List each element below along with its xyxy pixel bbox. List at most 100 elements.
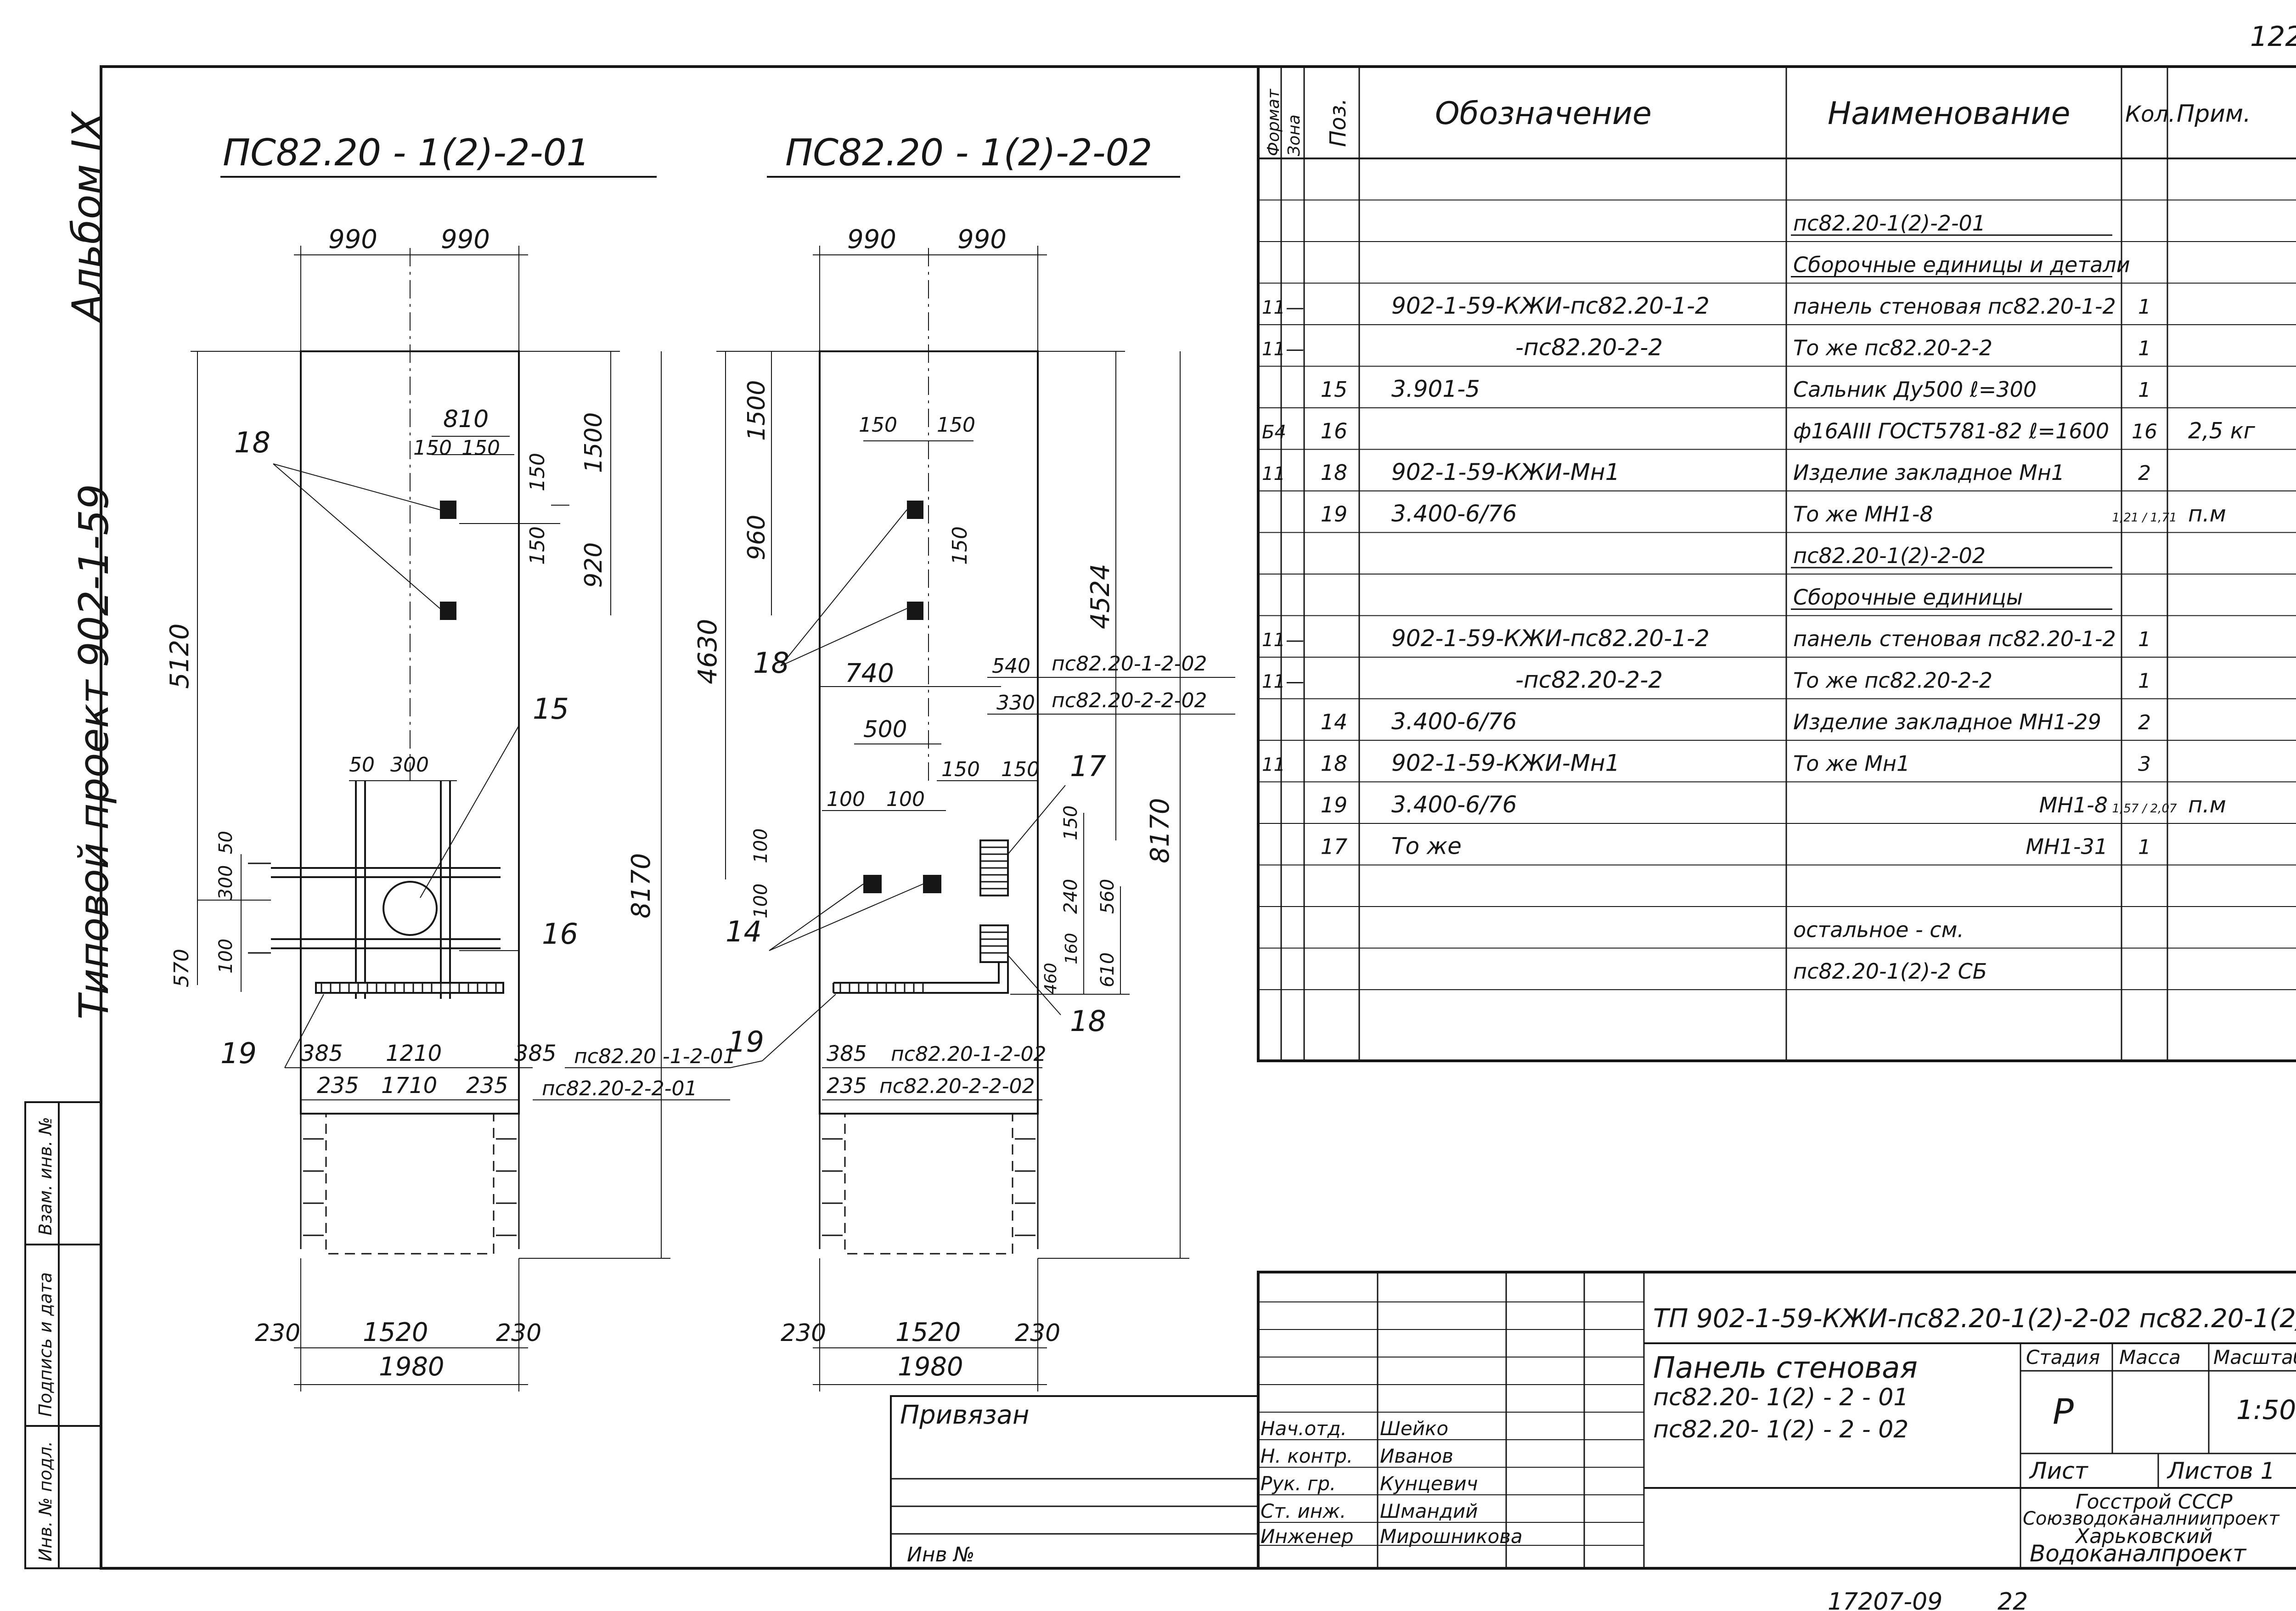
callout-19: 19: [220, 1036, 257, 1070]
svg-text:560: 560: [1097, 879, 1118, 914]
spec-cell-pos: 16: [1321, 419, 1348, 444]
ref-a-1: пс82.20 -1-2-01: [574, 1045, 736, 1068]
spec-cell-name: Изделие закладное МН1-29: [1793, 710, 2101, 734]
spec-cell-designation: -пс82.20-2-2: [1515, 667, 1663, 693]
left-stamp: Взам. инв. № Подпись и дата Инв. № подл.: [24, 1101, 102, 1569]
svg-text:300: 300: [215, 865, 236, 900]
spec-cell-format: 11: [1262, 755, 1285, 776]
stage-label: Стадия: [2026, 1346, 2100, 1369]
spec-cell-pos: 15: [1321, 377, 1348, 402]
spec-table: Формат Зона Поз. Обозначение Наименовани…: [1257, 65, 2296, 1062]
inv-label: Инв №: [907, 1543, 974, 1566]
title-name-3: пс82.20- 1(2) - 2 - 02: [1653, 1416, 1908, 1443]
spec-cell-designation: 3.400-6/76: [1391, 708, 1517, 735]
spec-header-format: Формат: [1264, 89, 1283, 156]
svg-text:150: 150: [1001, 758, 1040, 781]
spec-cell-name: МН1-8: [2039, 793, 2108, 817]
svg-text:385: 385: [301, 1041, 343, 1066]
svg-text:740: 740: [845, 659, 894, 688]
spec-cell-name: ф16АIII ГОСТ5781-82 ℓ=1600: [1793, 419, 2109, 444]
spec-cell-qty: 2: [2138, 462, 2151, 485]
spec-cell-designation: 902-1-59-КЖИ-пс82.20-1-2: [1391, 293, 1710, 319]
rebar-grid-16: [248, 781, 501, 999]
person-name: Шейко: [1380, 1417, 1448, 1440]
svg-text:150: 150: [948, 526, 972, 565]
svg-text:330: 330: [996, 691, 1035, 715]
person-role: Ст. инж.: [1261, 1500, 1346, 1522]
spec-cell-qty: 1: [2138, 295, 2151, 319]
svg-text:50: 50: [349, 753, 375, 777]
svg-text:4630: 4630: [693, 619, 723, 684]
spec-cell-name: МН1-31: [2026, 834, 2108, 859]
ref-b-1: пс82.20-1-2-02: [1052, 652, 1207, 676]
spec-cell-qty: 1: [2138, 836, 2151, 859]
svg-text:235: 235: [317, 1073, 359, 1098]
spec-cell-qty: 1: [2138, 670, 2151, 693]
ref-a-2: пс82.20-2-2-01: [542, 1077, 698, 1100]
callout-b-18a: 18: [753, 646, 789, 680]
svg-text:235: 235: [827, 1073, 867, 1098]
spec-cell-qty: 2: [2138, 711, 2151, 734]
callout-b-18b: 18: [1070, 1004, 1106, 1038]
svg-text:385: 385: [514, 1041, 557, 1066]
svg-text:990: 990: [957, 225, 1007, 254]
spec-cell-pos: 17: [1321, 834, 1348, 859]
stamp-cell-sign: Подпись и дата: [35, 1272, 56, 1417]
spec-cell-format: 11: [1262, 671, 1285, 693]
spec-cell-pos: 18: [1321, 460, 1348, 485]
spec-cell-name: Сборочные единицы и детали: [1793, 253, 2130, 277]
svg-text:990: 990: [847, 225, 896, 254]
callout-b-14: 14: [726, 915, 762, 948]
spec-cell-zone: —: [1286, 297, 1304, 318]
binding-label: Привязан: [900, 1400, 1029, 1430]
part-14-right: [923, 875, 941, 893]
spec-cell-name: остальное - см.: [1793, 918, 1964, 942]
corner-page-fragment: 122: [2250, 21, 2296, 53]
spec-cell-zone: —: [1286, 339, 1304, 360]
callout-18: 18: [234, 426, 270, 459]
svg-text:150: 150: [526, 526, 549, 565]
spec-cell-designation: 902-1-59-КЖИ-пс82.20-1-2: [1391, 625, 1710, 652]
title-name-1: Панель стеновая: [1653, 1351, 1918, 1385]
svg-text:160: 160: [1062, 933, 1081, 964]
svg-text:960: 960: [743, 515, 771, 560]
svg-text:1980: 1980: [898, 1352, 963, 1382]
spec-header-pos: Поз.: [1325, 98, 1351, 147]
part-18-b-upper: [907, 501, 923, 519]
svg-text:610: 610: [1097, 952, 1118, 987]
spec-cell-note: п.м: [2188, 501, 2226, 527]
spec-cell-format: Б4: [1262, 422, 1286, 443]
spec-cell-designation: 3.400-6/76: [1391, 501, 1517, 527]
spec-cell-name: То же пс82.20-2-2: [1793, 668, 1992, 693]
spec-cell-name: То же Мн1: [1793, 751, 1910, 776]
person-name: Кунцевич: [1380, 1472, 1478, 1495]
gland-15: [383, 881, 438, 936]
svg-text:150: 150: [526, 453, 549, 491]
svg-text:300: 300: [390, 753, 429, 777]
svg-text:1500: 1500: [743, 380, 771, 441]
svg-text:8170: 8170: [626, 853, 656, 918]
spec-header-designation: Обозначение: [1435, 96, 1652, 132]
spec-cell-qty: 1,57 / 2,07: [2112, 802, 2177, 816]
title-code: ТП 902-1-59-КЖИ-пс82.20-1(2)-2-02 пс82.2…: [1653, 1304, 2296, 1334]
title-block: ТП 902-1-59-КЖИ-пс82.20-1(2)-2-02 пс82.2…: [1257, 1271, 2296, 1570]
svg-text:230: 230: [255, 1319, 300, 1347]
spec-cell-name: Сборочные единицы: [1793, 585, 2023, 610]
ref-b-2: пс82.20-2-2-02: [1052, 689, 1207, 712]
org-2: Союзводоканалниипроект: [2023, 1508, 2280, 1529]
svg-text:1710: 1710: [381, 1073, 437, 1098]
svg-text:150: 150: [1060, 806, 1081, 840]
spec-cell-designation: 902-1-59-КЖИ-Мн1: [1391, 750, 1620, 777]
drawing-a-title: ПС82.20 - 1(2)-2-01: [223, 131, 590, 174]
org-3: Харьковский: [2075, 1525, 2212, 1548]
stage-value: Р: [2053, 1391, 2074, 1432]
spec-header-note: Прим.: [2177, 100, 2251, 128]
spec-cell-format: 11: [1262, 463, 1285, 484]
person-role: Рук. гр.: [1261, 1472, 1336, 1495]
spec-cell-name: пс82.20-1(2)-2 СБ: [1793, 959, 1987, 984]
person-role: Н. контр.: [1261, 1445, 1353, 1467]
drawing-a: ПС82.20 - 1(2)-2-01 18: [165, 131, 736, 1391]
svg-text:8170: 8170: [1145, 798, 1175, 863]
spec-cell-designation: 3.901-5: [1391, 376, 1480, 402]
svg-text:570: 570: [170, 949, 193, 987]
